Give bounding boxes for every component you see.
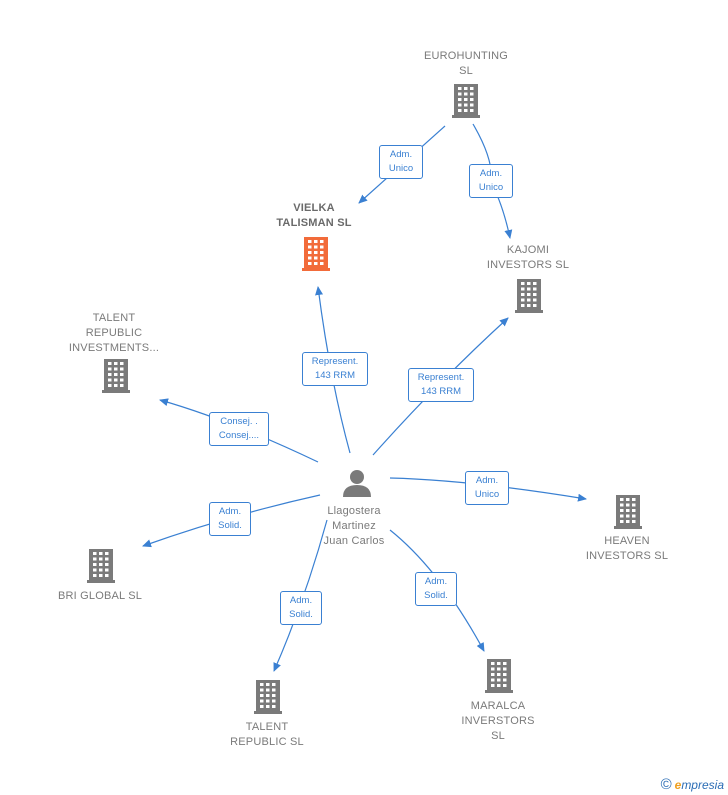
company-label-bri[interactable]: BRI GLOBAL SL	[57, 590, 143, 602]
company-label-eurohunting[interactable]: EUROHUNTING SL	[423, 50, 509, 77]
edge-label[interactable]: Adm. Solid.	[280, 591, 322, 625]
building-icon[interactable]	[515, 279, 543, 313]
building-icon[interactable]	[102, 359, 130, 393]
company-label-talent-inv[interactable]: TALENT REPUBLIC INVESTMENTS...	[68, 312, 160, 354]
company-label-heaven[interactable]: HEAVEN INVESTORS SL	[585, 535, 669, 562]
company-label-kajomi[interactable]: KAJOMI INVESTORS SL	[486, 244, 570, 271]
building-icon[interactable]	[254, 680, 282, 714]
company-label-vielka[interactable]: VIELKA TALISMAN SL	[276, 202, 352, 229]
brand-logo: empresia	[674, 778, 724, 792]
footer-brand: ©empresia	[661, 776, 724, 793]
edge-label[interactable]: Adm. Unico	[379, 145, 423, 179]
person-icon[interactable]	[343, 470, 371, 497]
building-icon[interactable]	[485, 659, 513, 693]
building-icon[interactable]	[302, 237, 330, 271]
edge-label[interactable]: Adm. Unico	[469, 164, 513, 198]
copyright-symbol: ©	[660, 776, 672, 793]
edge-label[interactable]: Adm. Solid.	[415, 572, 457, 606]
edge-label[interactable]: Consej. . Consej....	[209, 412, 269, 446]
person-name[interactable]: Llagostera Martinez Juan Carlos	[323, 505, 385, 547]
building-icon[interactable]	[87, 549, 115, 583]
company-label-talent[interactable]: TALENT REPUBLIC SL	[230, 721, 304, 748]
edge-label[interactable]: Represent. 143 RRM	[408, 368, 474, 402]
edge-label[interactable]: Adm. Unico	[465, 471, 509, 505]
edge-label[interactable]: Adm. Solid.	[209, 502, 251, 536]
building-icon[interactable]	[614, 495, 642, 529]
company-label-maralca[interactable]: MARALCA INVERSTORS SL	[461, 700, 535, 742]
edge-label[interactable]: Represent. 143 RRM	[302, 352, 368, 386]
building-icon[interactable]	[452, 84, 480, 118]
